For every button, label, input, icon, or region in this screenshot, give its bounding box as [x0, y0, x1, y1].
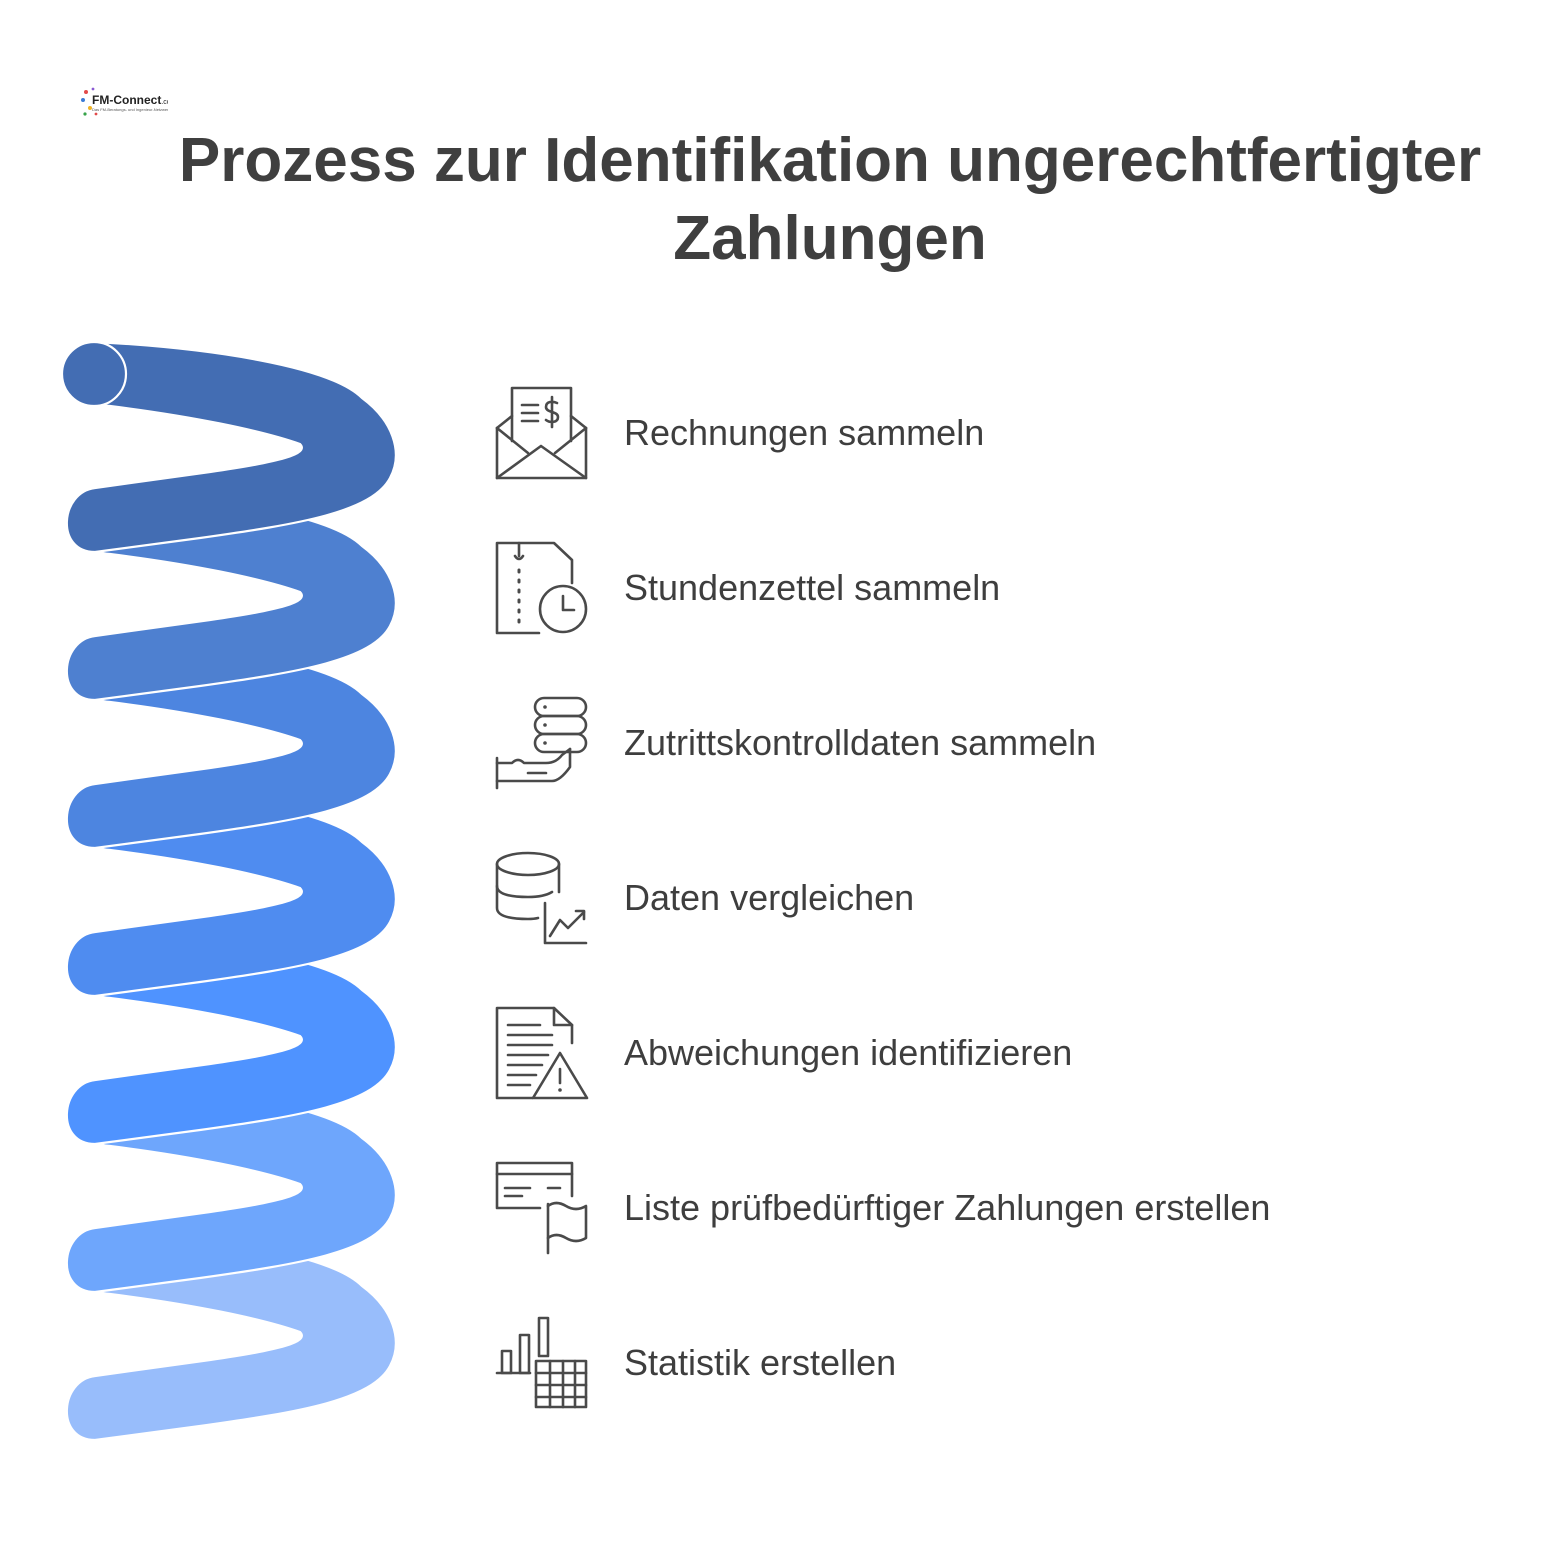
bar-chart-table-icon [490, 1313, 590, 1413]
coil-turn [65, 340, 397, 554]
svg-text:Das FM-Beratungs- und Ingenieu: Das FM-Beratungs- und Ingenieur-Netzwerk [92, 107, 168, 112]
step-label: Zutrittskontrolldaten sammeln [624, 722, 1097, 763]
step-label: Stundenzettel sammeln [624, 567, 1001, 608]
step-daten-vergleichen: Daten vergleichen [490, 848, 1530, 948]
step-stundenzettel-sammeln: Stundenzettel sammeln [490, 538, 1530, 638]
step-label: Liste prüfbedürftiger Zahlungen erstelle… [624, 1187, 1271, 1228]
spring-coil [60, 340, 397, 1442]
step-label: Rechnungen sammeln [624, 412, 985, 453]
step-label: Abweichungen identifizieren [624, 1032, 1073, 1073]
step-liste-erstellen: Liste prüfbedürftiger Zahlungen erstelle… [490, 1158, 1530, 1258]
title-line-1: Prozess zur Identifikation ungerechtfert… [178, 126, 1482, 195]
title-line-2: Zahlungen [673, 204, 987, 273]
fm-connect-logo: FM-Connect.com Das FM-Beratungs- und Ing… [78, 84, 168, 120]
step-zutrittskontrolldaten-sammeln: Zutrittskontrolldaten sammeln [490, 693, 1530, 793]
svg-text:FM-Connect.com: FM-Connect.com [92, 93, 168, 107]
step-rechnungen-sammeln: Rechnungen sammeln [490, 383, 1530, 483]
step-label: Daten vergleichen [624, 877, 915, 918]
document-warning-icon [490, 1003, 590, 1103]
coil-start-cap [60, 340, 128, 408]
hand-database-icon [490, 693, 590, 793]
page-title: Prozess zur Identifikation ungerechtfert… [160, 122, 1500, 278]
timesheet-clock-icon [490, 538, 590, 638]
step-label: Statistik erstellen [624, 1342, 897, 1383]
database-chart-icon [490, 848, 590, 948]
process-steps: Rechnungen sammeln Stundenzettel sammeln [490, 0, 1540, 1555]
step-statistik-erstellen: Statistik erstellen [490, 1313, 1530, 1413]
mail-invoice-icon [490, 383, 590, 483]
step-abweichungen-identifizieren: Abweichungen identifizieren [490, 1003, 1530, 1103]
card-flag-icon [490, 1158, 590, 1258]
